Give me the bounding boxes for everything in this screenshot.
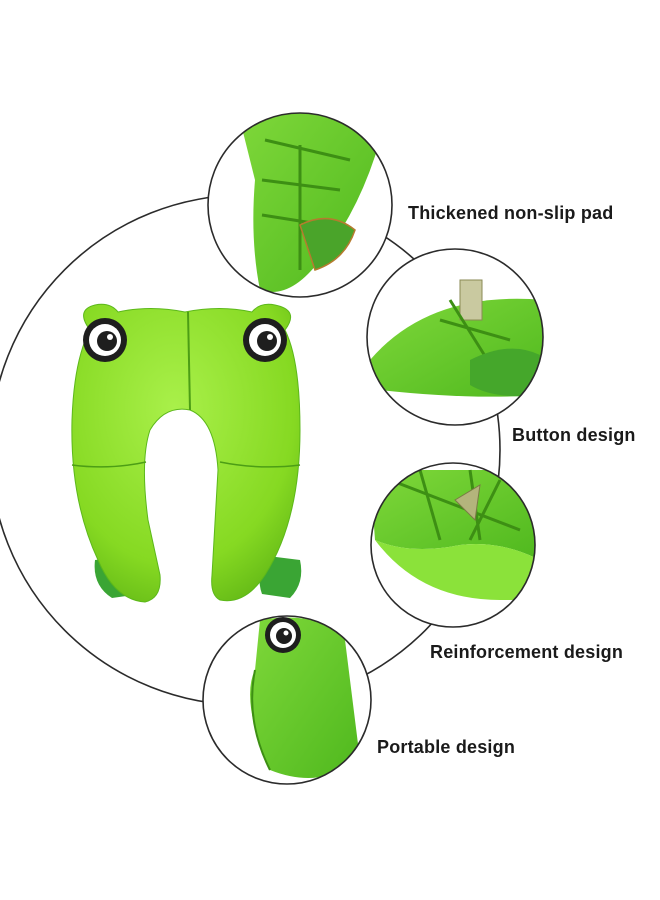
feature-label-portable: Portable design: [377, 737, 516, 757]
feature-label-button: Button design: [512, 425, 636, 445]
left-eye-icon: [83, 318, 127, 362]
feature-label-non-slip-pad: Thickened non-slip pad: [408, 203, 614, 223]
right-eye-icon: [243, 318, 287, 362]
center-fold: [187, 311, 191, 411]
potty-seat: [71, 303, 302, 603]
seat-body: [71, 303, 301, 603]
left-fold: [71, 461, 147, 468]
detail-portable: [202, 615, 372, 785]
detail-reinforcement: [370, 462, 536, 628]
feature-label-reinforcement: Reinforcement design: [430, 642, 624, 662]
detail-non-slip-pad: [207, 112, 393, 298]
detail-button: [366, 248, 544, 426]
right-fold: [219, 461, 301, 468]
